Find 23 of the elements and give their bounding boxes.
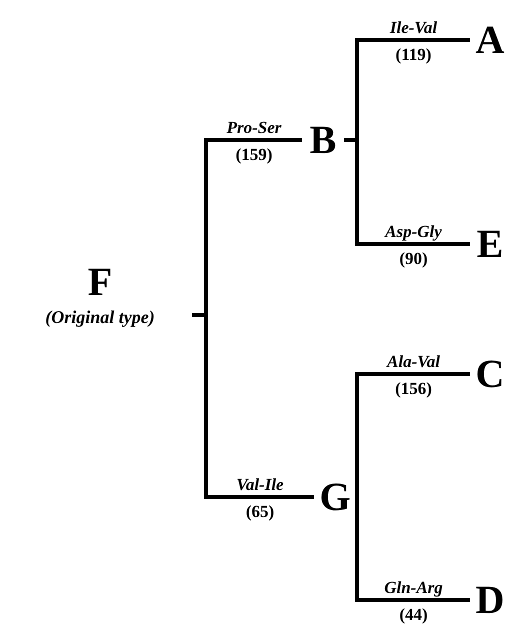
branch-number: (65) bbox=[246, 503, 274, 520]
edge-label: Pro-Ser bbox=[226, 119, 282, 136]
taxon-letter: A bbox=[470, 18, 510, 62]
taxon-subtitle: (Original type) bbox=[45, 306, 155, 328]
branch-number: (90) bbox=[399, 250, 428, 267]
taxon-letter: C bbox=[470, 352, 510, 396]
tree-branch bbox=[354, 372, 470, 499]
edge-label: Val-Ile bbox=[236, 476, 284, 493]
taxon-letter: D bbox=[470, 578, 510, 622]
branch-number: (119) bbox=[396, 46, 432, 63]
branch-number: (156) bbox=[395, 380, 432, 397]
edge-label: Gln-Arg bbox=[384, 579, 443, 596]
taxon-letter: E bbox=[470, 222, 510, 266]
edge-label: Asp-Gly bbox=[385, 223, 442, 240]
taxon-letter: G bbox=[314, 475, 356, 519]
tree-branch bbox=[354, 495, 470, 602]
taxon-letter: F bbox=[88, 262, 112, 302]
branch-number: (159) bbox=[236, 146, 272, 163]
branch-number: (44) bbox=[399, 606, 428, 623]
tree-branch bbox=[192, 313, 314, 499]
edge-label: Ala-Val bbox=[387, 353, 440, 370]
taxon-letter: B bbox=[302, 118, 344, 162]
edge-label: Ile-Val bbox=[390, 19, 438, 36]
